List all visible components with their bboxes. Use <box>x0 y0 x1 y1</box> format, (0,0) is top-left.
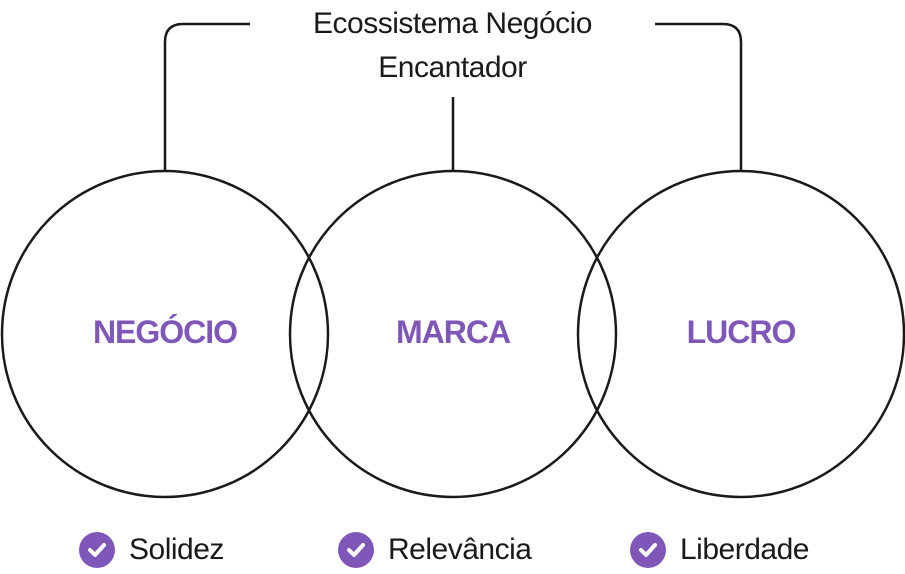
circle-marca <box>288 169 618 499</box>
benefit-liberdade: Liberdade <box>630 532 809 568</box>
diagram-title-line2: Encantador <box>378 51 527 84</box>
circle-label-marca: MARCA <box>395 314 511 350</box>
check-circle-icon <box>338 532 374 568</box>
bracket-left <box>163 22 250 170</box>
benefit-solidez: Solidez <box>79 532 224 568</box>
check-circle-icon <box>630 532 666 568</box>
bracket-right <box>655 22 743 170</box>
benefit-label: Relevância <box>388 533 532 566</box>
circle-label-negocio: NEGÓCIO <box>92 314 238 350</box>
benefit-label: Liberdade <box>680 533 809 566</box>
benefit-relevancia: Relevância <box>338 532 532 568</box>
benefit-label: Solidez <box>129 533 224 566</box>
circle-label-lucro: LUCRO <box>686 314 797 350</box>
circle-lucro <box>576 169 905 499</box>
check-circle-icon <box>79 532 115 568</box>
diagram-title-line1: Ecossistema Negócio <box>313 7 592 40</box>
circle-negocio <box>0 169 330 499</box>
